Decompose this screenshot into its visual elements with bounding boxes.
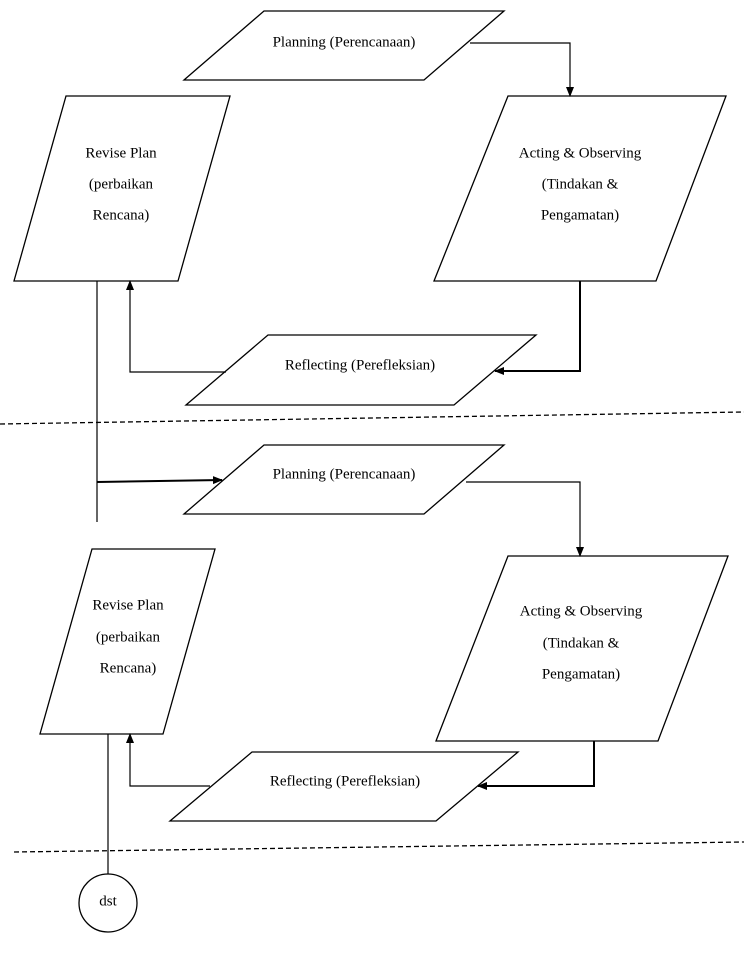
acting-observing-label-line-1: Acting & Observing <box>520 603 643 619</box>
end-node-label: dst <box>99 893 117 909</box>
planning-label: Planning (Perencanaan) <box>273 34 416 50</box>
revise-plan-label-line-2: (perbaikan <box>89 176 154 192</box>
cycle-1: Planning (Perencanaan) Revise Plan (perb… <box>13 10 727 522</box>
end-node: dst <box>78 873 138 933</box>
acting-observing-label-line-3: Pengamatan) <box>542 666 620 682</box>
reflecting-label: Reflecting (Perefleksian) <box>270 773 420 789</box>
arrow-acting-to-reflecting <box>494 281 581 375</box>
arrow-planning-to-acting <box>470 42 574 97</box>
acting-observing-label-line-3: Pengamatan) <box>541 207 619 223</box>
cycle-separator-1 <box>0 411 744 425</box>
planning-shape <box>182 10 506 81</box>
revise-plan-shape <box>13 95 231 282</box>
acting-observing-shape <box>435 555 729 742</box>
revise-plan-label-line-3: Rencana) <box>100 660 157 676</box>
revise-plan-label-line-1: Revise Plan <box>85 145 157 161</box>
reflecting-label: Reflecting (Perefleksian) <box>285 357 435 373</box>
revise-plan-label-line-1: Revise Plan <box>92 597 164 613</box>
planning-label: Planning (Perencanaan) <box>273 466 416 482</box>
arrow-revise-to-next-planning <box>96 476 223 485</box>
reflecting-shape <box>168 751 520 822</box>
arrow-planning-to-acting <box>466 481 584 557</box>
arrow-acting-to-reflecting <box>477 741 595 790</box>
planning-shape <box>182 444 506 515</box>
acting-observing-label-line-2: (Tindakan & <box>543 635 620 651</box>
revise-plan-shape <box>39 548 216 735</box>
acting-observing-label-line-1: Acting & Observing <box>519 145 642 161</box>
revise-plan-label-line-3: Rencana) <box>93 207 150 223</box>
cycle-separator-2 <box>13 841 744 853</box>
arrow-reflecting-to-revise <box>126 733 210 787</box>
acting-observing-shape <box>433 95 727 282</box>
end-node-circle <box>78 873 138 933</box>
acting-observing-label-line-2: (Tindakan & <box>542 176 619 192</box>
cycle-2: Planning (Perencanaan) Revise Plan (perb… <box>39 444 729 876</box>
revise-plan-label-line-2: (perbaikan <box>96 629 161 645</box>
reflecting-shape <box>184 334 538 406</box>
arrow-reflecting-to-revise <box>126 280 226 373</box>
